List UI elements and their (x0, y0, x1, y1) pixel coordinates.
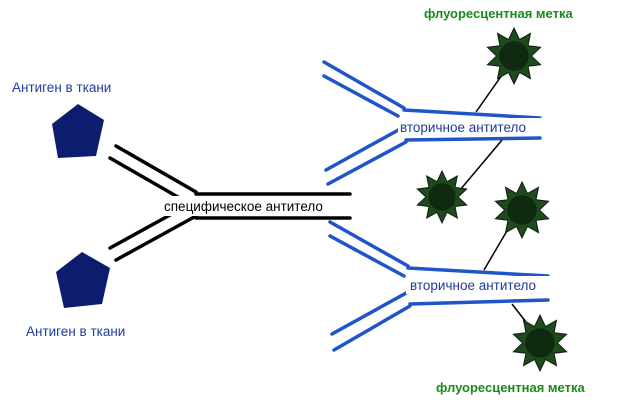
primary-antibody (108, 144, 352, 262)
secondary-antibody-label-top: вторичное антитело (400, 120, 526, 135)
fluor-label-2 (416, 169, 468, 225)
fluor-core (525, 328, 555, 358)
fluor-label-3 (494, 180, 550, 240)
fluor-label-4 (512, 313, 568, 373)
secondary-antibody-top (322, 60, 542, 186)
fluor-caption-bottom: флуоресцентная метка (436, 380, 585, 395)
fluor-core (499, 41, 529, 71)
antigen-label-bottom: Антиген в ткани (26, 324, 125, 339)
fluor-caption-top: флуоресцентная метка (424, 6, 573, 21)
fluor-core (507, 195, 537, 225)
antigen-top (52, 104, 104, 158)
secondary-antibody-label-bottom-bg (406, 276, 554, 294)
antigen-label-top: Антиген в ткани (12, 80, 111, 95)
fluor-core (428, 183, 456, 211)
primary-antibody-label-bg (160, 196, 352, 216)
secondary-antibody-label-bottom: вторичное антитело (410, 278, 536, 293)
fluor-label-1 (486, 26, 542, 86)
secondary-antibody-bottom (328, 220, 550, 352)
antigen-bottom (56, 252, 110, 308)
secondary-antibody-label-top-bg (398, 118, 546, 136)
primary-antibody-label: специфическое антитело (164, 199, 323, 214)
